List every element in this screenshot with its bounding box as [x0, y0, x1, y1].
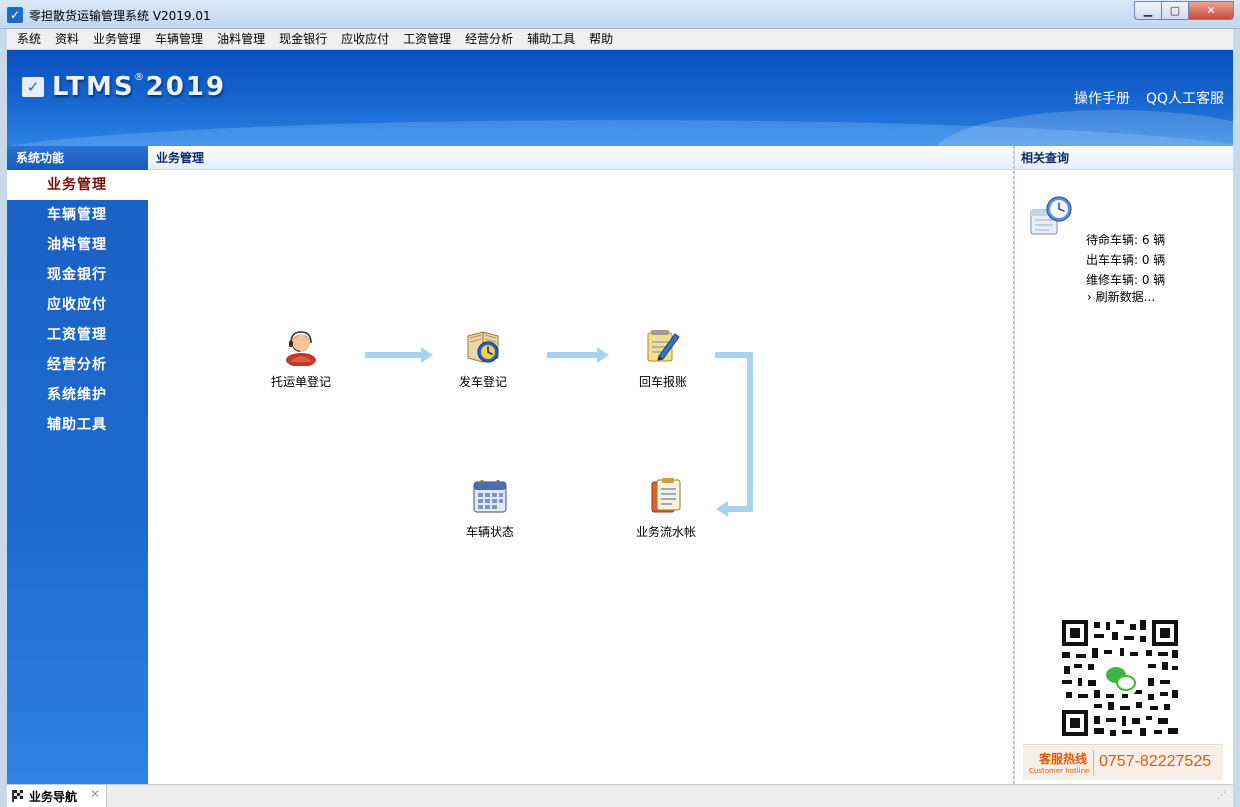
menu-analysis[interactable]: 经营分析 [465, 31, 514, 46]
app-icon: ✓ [7, 7, 23, 23]
outgoing-vehicles: 出车车辆: 0 辆 [1086, 253, 1166, 267]
sidebar-item-analysis[interactable]: 经营分析 [47, 357, 107, 373]
tab-business-navigation-label: 业务导航 [29, 789, 78, 804]
flow-consignment[interactable]: 托运单登记 [256, 326, 346, 390]
manual-link[interactable]: 操作手册 [1074, 91, 1130, 107]
tab-close-icon[interactable]: ✕ [89, 787, 100, 801]
flow-return[interactable]: 回车报账 [618, 326, 708, 390]
flow-consignment-label: 托运单登记 [270, 375, 331, 389]
sidebar-item-tools[interactable]: 辅助工具 [47, 417, 107, 433]
flow-vehicle-status[interactable]: 车辆状态 [445, 476, 535, 540]
title-bar: ✓ 零担散货运输管理系统 V2019.01 ▁ ▢ ✕ [0, 0, 1240, 29]
logo-name: LTMS [52, 72, 135, 102]
menu-tools[interactable]: 辅助工具 [527, 31, 576, 46]
hotline-number: 0757-82227525 [1099, 753, 1212, 770]
calendar-icon [473, 480, 507, 513]
ledger-icon [651, 478, 681, 513]
repair-vehicles: 维修车辆: 0 辆 [1086, 273, 1166, 287]
flow-ledger-label: 业务流水帐 [635, 525, 696, 539]
sidebar-item-maintenance[interactable]: 系统维护 [47, 387, 107, 403]
clock-book-icon [467, 331, 499, 363]
tab-business-navigation[interactable]: 业务导航 ✕ [7, 785, 107, 807]
menu-receivable-payable[interactable]: 应收应付 [341, 31, 390, 46]
menu-vehicle[interactable]: 车辆管理 [155, 31, 204, 46]
sidebar-item-salary[interactable]: 工资管理 [47, 327, 107, 343]
flow-vehicle-status-label: 车辆状态 [465, 525, 514, 539]
sidebar: 系统功能 业务管理 车辆管理 油料管理 现金银行 应收应付 工资管理 经营分析 … [7, 146, 148, 784]
notepad-pen-icon [647, 330, 680, 362]
flow-ledger[interactable]: 业务流水帐 [621, 476, 711, 540]
sidebar-item-receivable-payable[interactable]: 应收应付 [47, 297, 107, 313]
flow-arrow-3-back [716, 501, 753, 517]
logo-check-icon: ✓ [22, 77, 44, 97]
sidebar-item-cash-bank[interactable]: 现金银行 [47, 267, 107, 283]
bottom-tab-bar: 业务导航 ✕ ⋰ [7, 784, 1233, 807]
banner-wave-highlight [933, 110, 1233, 146]
sidebar-item-vehicle[interactable]: 车辆管理 [47, 207, 107, 223]
menu-salary[interactable]: 工资管理 [403, 31, 452, 46]
flow-return-label: 回车报账 [638, 375, 687, 389]
window-controls: ▁ ▢ ✕ [1134, 1, 1234, 20]
main-panel: 业务管理 托运单登记 发车登记 [148, 146, 1014, 784]
sidebar-item-fuel[interactable]: 油料管理 [47, 237, 107, 253]
maximize-button[interactable]: ▢ [1161, 1, 1188, 20]
related-query-header: 相关查询 [1015, 146, 1233, 170]
resize-grip-icon[interactable]: ⋰ [1217, 791, 1226, 801]
flow-arrow-1 [365, 347, 433, 363]
window-title: 零担散货运输管理系统 V2019.01 [29, 9, 211, 23]
qq-support-link[interactable]: QQ人工客服 [1146, 91, 1225, 107]
minimize-button[interactable]: ▁ [1134, 1, 1161, 20]
menu-data[interactable]: 资料 [55, 31, 80, 46]
related-query-panel: 相关查询 待命车辆: 6 辆 出车车辆: 0 辆 维修车辆: 0 辆 › 刷新数… [1015, 146, 1233, 784]
flow-arrow-3-top [715, 352, 753, 358]
menu-fuel[interactable]: 油料管理 [217, 31, 266, 46]
main-panel-header: 业务管理 [148, 146, 1013, 170]
menu-bar: 系统 资料 业务管理 车辆管理 油料管理 现金银行 应收应付 工资管理 经营分析… [7, 29, 1233, 50]
flow-dispatch-label: 发车登记 [458, 375, 507, 389]
flow-dispatch[interactable]: 发车登记 [438, 326, 528, 390]
checkered-flag-icon [12, 790, 23, 802]
logo-year: 2019 [145, 72, 227, 102]
operator-icon [286, 331, 316, 367]
sidebar-item-business[interactable]: 业务管理 [7, 170, 148, 200]
wechat-qr-code [1060, 618, 1180, 738]
header-banner: ✓ LTMS 2019 ® 操作手册 QQ人工客服 [7, 50, 1233, 146]
customer-hotline: 客服热线 Customer hotline 0757-82227525 [1023, 744, 1223, 780]
menu-cash-bank[interactable]: 现金银行 [279, 31, 328, 46]
sidebar-header: 系统功能 [7, 146, 148, 170]
vehicle-stats: 待命车辆: 6 辆 出车车辆: 0 辆 维修车辆: 0 辆 [1086, 230, 1165, 290]
hotline-subtitle: Customer hotline [1029, 767, 1090, 775]
logo: LTMS 2019 [52, 72, 226, 102]
waiting-vehicles: 待命车辆: 6 辆 [1086, 233, 1166, 247]
menu-help[interactable]: 帮助 [589, 31, 614, 46]
hotline-title: 客服热线 [1039, 752, 1088, 766]
close-button[interactable]: ✕ [1188, 1, 1234, 20]
hotline-divider [1093, 750, 1094, 776]
flow-arrow-3-down [747, 352, 753, 512]
logo-registered-mark: ® [134, 72, 144, 83]
flow-arrow-2 [547, 347, 609, 363]
menu-business[interactable]: 业务管理 [93, 31, 142, 46]
refresh-data-link[interactable]: › 刷新数据... [1087, 290, 1156, 304]
menu-system[interactable]: 系统 [17, 31, 42, 46]
calendar-clock-icon [1030, 196, 1072, 235]
